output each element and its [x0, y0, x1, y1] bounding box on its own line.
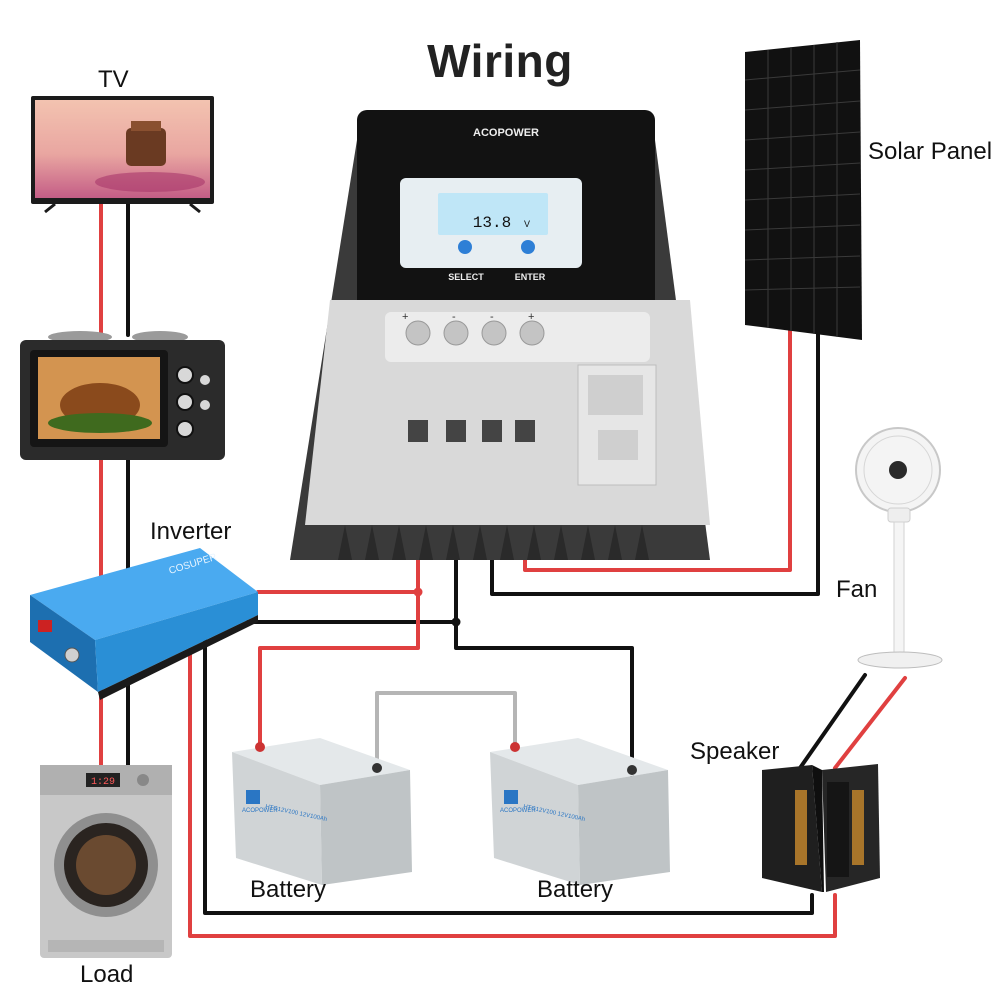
- solar-panel-label: Solar Panel: [868, 138, 993, 165]
- battery-1-brand: ACOPOWER: [242, 808, 278, 814]
- battery-1-label: Battery: [250, 876, 327, 903]
- inverter-label: Inverter: [150, 518, 232, 545]
- oven-icon: [20, 331, 225, 460]
- battery-link-wire: [375, 691, 517, 770]
- fan-label: Fan: [836, 576, 878, 603]
- junction-dot-positive: [413, 587, 423, 597]
- controller-brand: ACOPOWER: [473, 127, 539, 139]
- washer-display: 1:29: [91, 777, 115, 788]
- fan-speaker-positive-wire: [833, 676, 907, 770]
- terminal-mark-4: +: [528, 311, 534, 323]
- terminal-mark-2: -: [452, 311, 456, 323]
- speaker-label: Speaker: [690, 738, 780, 765]
- load-label: Load: [80, 961, 134, 988]
- fan-speaker-negative-wire: [798, 673, 867, 770]
- diagram-title: Wiring: [427, 35, 573, 87]
- terminal-mark-1: +: [402, 311, 408, 323]
- tv-icon: [31, 96, 214, 214]
- controller-select-label: SELECT: [448, 272, 484, 282]
- speaker-positive-wire: [188, 648, 837, 938]
- speaker-negative-wire: [203, 638, 814, 915]
- terminal-mark-3: -: [490, 311, 494, 323]
- washing-machine-icon: 1:29: [40, 765, 172, 958]
- speaker-icon: [762, 764, 880, 892]
- fan-icon: [855, 427, 943, 669]
- battery-1-icon: ACOPOWER HTG12V100 12V100Ah: [232, 738, 412, 885]
- controller-enter-label: ENTER: [515, 272, 546, 282]
- battery-2-label: Battery: [537, 876, 614, 903]
- battery-2-icon: ACOPOWER HTG12V100 12V100Ah: [490, 738, 670, 885]
- junction-dot-negative: [451, 617, 461, 627]
- solar-panel-icon: [744, 40, 862, 340]
- inverter-icon: COSUPER: [30, 548, 258, 700]
- controller-display-unit: V: [524, 219, 530, 229]
- controller-battery-negative-wire: [454, 620, 634, 777]
- wires: [99, 198, 907, 938]
- controller-display-value: 13.8: [473, 214, 511, 232]
- battery-2-brand: ACOPOWER: [500, 808, 536, 814]
- charge-controller-icon: + - - + ACOPOWER 13.8 V SELECT ENTER: [290, 110, 710, 560]
- tv-label: TV: [98, 66, 129, 93]
- controller-battery-positive-wire: [258, 590, 420, 747]
